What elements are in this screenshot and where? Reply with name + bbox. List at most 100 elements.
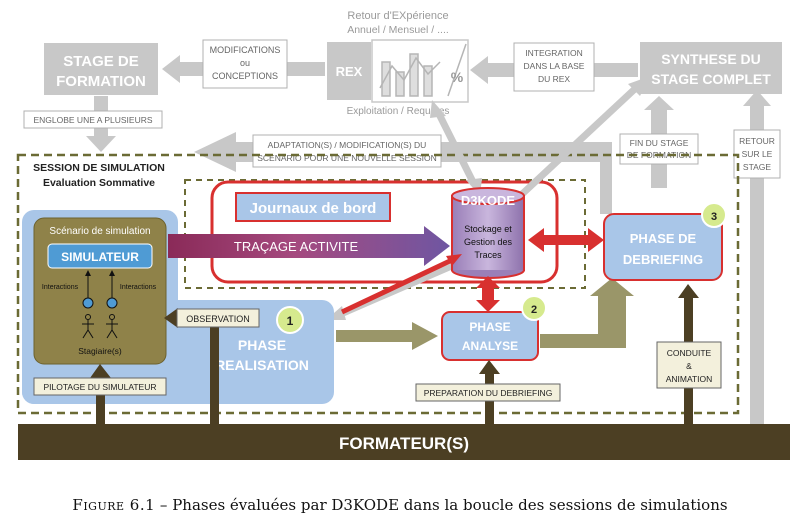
session-title: SESSION DE SIMULATION xyxy=(33,162,165,174)
retour-stage-line1: RETOUR xyxy=(739,136,775,146)
d3kode-cylinder xyxy=(451,187,525,279)
integration-line1: INTEGRATION xyxy=(525,48,582,58)
arrow-pilotage-shaft xyxy=(96,376,105,426)
svg-text:SCENARIO POUR UNE NOUVELLE SES: SCENARIO POUR UNE NOUVELLE SESSION xyxy=(257,153,437,163)
scenario-box xyxy=(33,217,167,365)
d3kode-title: D3KODE xyxy=(461,193,516,208)
phase-realisation-badge xyxy=(276,306,304,334)
phase-debriefing-line2: DEBRIEFING xyxy=(623,252,703,267)
session-title-bg xyxy=(24,157,174,191)
d3kode-desc-line1: Stockage et xyxy=(464,224,512,234)
svg-text:&: & xyxy=(686,361,692,371)
phase-debriefing-badge xyxy=(701,202,727,228)
figure-caption: Figure 6.1 – Phases évaluées par D3KODE … xyxy=(0,496,800,514)
svg-text:PHASE DE: PHASE DE xyxy=(630,231,697,246)
simulateur-label: SIMULATEUR xyxy=(61,250,139,264)
arrow-retour-stage-shaft xyxy=(750,104,764,424)
svg-text:PHASE: PHASE xyxy=(469,320,510,334)
arrow-observation-vertical xyxy=(210,318,219,426)
svg-text:SYNTHESE DU: SYNTHESE DU xyxy=(661,51,761,67)
phase-analyse-line1: PHASE xyxy=(469,320,510,334)
modifications-label-box xyxy=(202,39,288,89)
svg-text:ou: ou xyxy=(240,58,250,68)
svg-text:ADAPTATION(S) / MODIFICATION(S: ADAPTATION(S) / MODIFICATION(S) DU xyxy=(268,140,427,150)
retour-stage-line2: SUR LE xyxy=(742,149,773,159)
svg-text:DANS LA BASE: DANS LA BASE xyxy=(524,61,585,71)
interactions-arrowhead-right xyxy=(109,270,115,276)
arrow-observation-head xyxy=(164,308,178,328)
arrow-fin-stage-head xyxy=(644,96,674,110)
session-dashed-box xyxy=(16,153,740,415)
retour-stage-label-box xyxy=(733,129,781,179)
interactions-label-right: Interactions xyxy=(120,284,157,291)
phase-debriefing-num: 3 xyxy=(711,211,717,223)
englobe-label-box xyxy=(23,110,163,129)
simulateur-box xyxy=(47,243,153,269)
conduite-line1: CONDUITE xyxy=(667,348,712,358)
tracage-label: TRAÇAGE ACTIVITE xyxy=(234,239,359,254)
rex-chart-graphic xyxy=(379,43,467,97)
fin-stage-label-box xyxy=(619,133,699,165)
integration-label-box xyxy=(513,42,595,92)
svg-text:MODIFICATIONS: MODIFICATIONS xyxy=(210,45,281,55)
formateurs-bar xyxy=(18,424,790,460)
svg-text:Gestion des: Gestion des xyxy=(464,237,513,247)
scenario-title: Scénario de simulation xyxy=(49,226,150,237)
phase-analyse-box xyxy=(441,311,539,361)
stagiaires-label: Stagiaire(s) xyxy=(78,346,122,356)
arrow-d3kode-synthese-head xyxy=(628,76,650,96)
synthese-line2: STAGE COMPLET xyxy=(651,71,771,87)
red-arrow-d3kode-realisation-head xyxy=(446,254,462,266)
arrow-realisation-to-analyse xyxy=(336,322,438,350)
stage-formation-line2: FORMATION xyxy=(56,73,146,90)
figure-caption-text: – Phases évaluées par D3KODE dans la bou… xyxy=(155,496,728,514)
svg-text:Traces: Traces xyxy=(474,250,502,260)
arrow-pilotage-head xyxy=(90,364,111,378)
exploitation-label: Exploitation / Requêtes xyxy=(347,106,450,117)
formateurs-label: FORMATEUR(S) xyxy=(339,434,469,453)
svg-text:FIN DU STAGE: FIN DU STAGE xyxy=(630,138,689,148)
modifications-line2: ou xyxy=(240,58,250,68)
arrow-d3kode-rex-head1 xyxy=(430,100,446,118)
d3kode-desc-line2: Gestion des xyxy=(464,237,513,247)
integration-line3: DU REX xyxy=(538,74,570,84)
svg-text:PHASE: PHASE xyxy=(238,337,286,353)
interactions-label-left: Interactions xyxy=(42,284,79,291)
svg-text:Stockage et: Stockage et xyxy=(464,224,512,234)
diagram-canvas: STAGE DE FORMATION MODIFICATIONS ou CONC… xyxy=(16,10,790,460)
interactions-arrowhead-left xyxy=(85,270,91,276)
retour-experience-line1: Retour d'EXpérience xyxy=(347,10,448,22)
conduite-line2: & xyxy=(686,361,692,371)
arrow-d3kode-synthese-line xyxy=(517,83,641,199)
adaptation-label-box xyxy=(252,134,442,168)
stagiaires-figures xyxy=(82,297,118,339)
conduite-label-box xyxy=(656,341,722,389)
phase-analyse-line2: ANALYSE xyxy=(462,339,518,353)
svg-text:INTEGRATION: INTEGRATION xyxy=(525,48,582,58)
journaux-title: Journaux de bord xyxy=(250,200,377,217)
adaptation-line2: SCENARIO POUR UNE NOUVELLE SESSION xyxy=(257,153,437,163)
svg-text:ANIMATION: ANIMATION xyxy=(666,374,713,384)
arrow-englobe-head xyxy=(86,136,116,152)
svg-text:STAGE COMPLET: STAGE COMPLET xyxy=(651,71,771,87)
observation-label-box xyxy=(176,308,260,328)
conduite-line3: ANIMATION xyxy=(666,374,713,384)
journaux-title-box xyxy=(235,192,391,222)
session-subtitle: Evaluation Sommative xyxy=(43,177,155,189)
modifications-line1: MODIFICATIONS xyxy=(210,45,281,55)
preparation-label: PREPARATION DU DEBRIEFING xyxy=(424,388,553,398)
adaptation-line1: ADAPTATION(S) / MODIFICATION(S) DU xyxy=(268,140,427,150)
arrow-preparation-head xyxy=(479,360,500,374)
svg-text:FORMATION: FORMATION xyxy=(56,73,146,90)
svg-text:CONDUITE: CONDUITE xyxy=(667,348,712,358)
pilotage-label: PILOTAGE DU SIMULATEUR xyxy=(43,382,156,392)
englobe-label: ENGLOBE UNE A PLUSIEURS xyxy=(33,115,152,125)
rex-box xyxy=(327,42,371,100)
arrow-d3kode-rex-line xyxy=(434,110,478,186)
phase-debriefing-box xyxy=(603,213,723,281)
fin-stage-line1: FIN DU STAGE xyxy=(630,138,689,148)
d3kode-desc-line3: Traces xyxy=(474,250,502,260)
svg-text:Annuel / Mensuel / ....: Annuel / Mensuel / .... xyxy=(347,24,449,36)
arrow-d3kode-realisation-line xyxy=(340,259,464,317)
svg-text:DU REX: DU REX xyxy=(538,74,570,84)
